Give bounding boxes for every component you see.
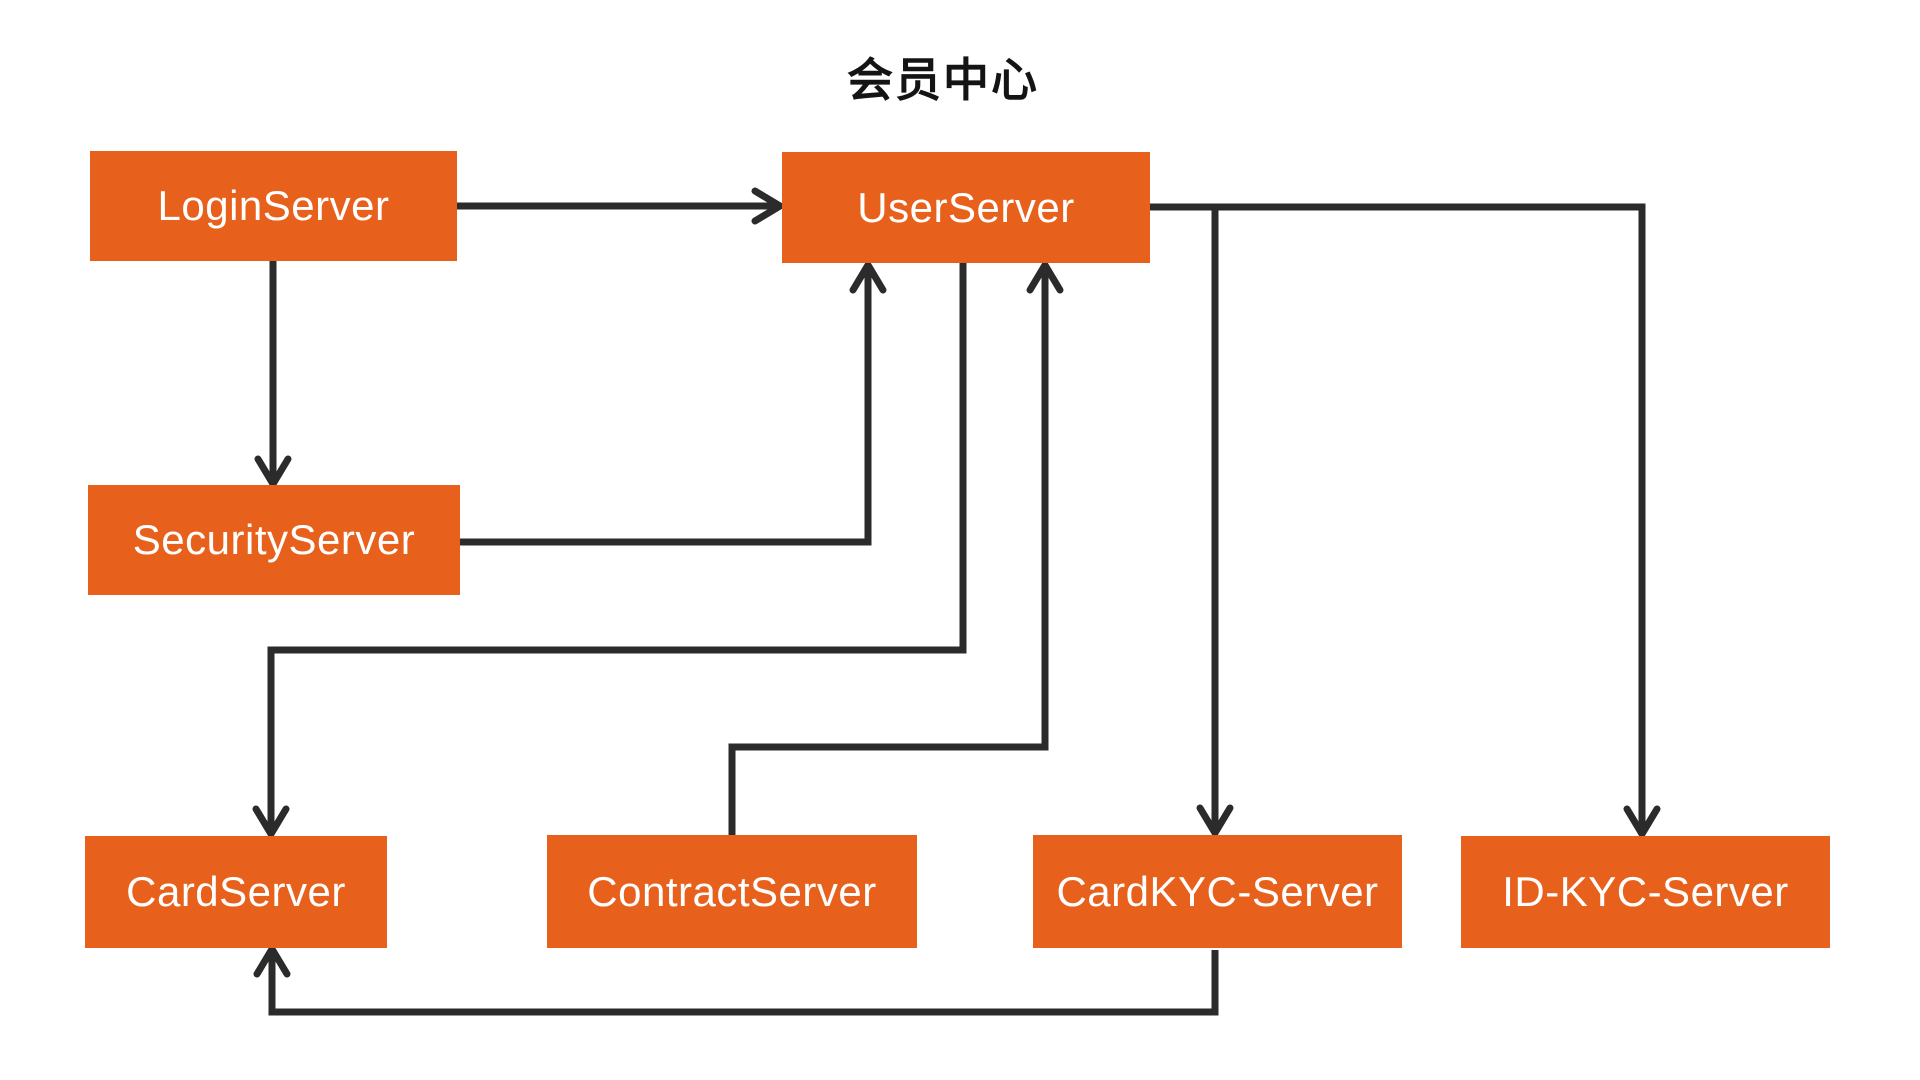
edge-securityserver-to-userserver — [460, 261, 887, 546]
node-label: LoginServer — [157, 182, 390, 229]
node-idkyc-server: ID-KYC-Server — [1461, 836, 1830, 948]
edge-contractserver-to-userserver — [728, 261, 1064, 835]
node-contract-server: ContractServer — [547, 835, 917, 948]
node-card-server: CardServer — [85, 836, 387, 948]
node-user-server: UserServer — [782, 152, 1150, 263]
diagram-title: 会员中心 — [847, 54, 1039, 106]
node-label: ID-KYC-Server — [1502, 868, 1789, 915]
node-label: CardServer — [126, 868, 346, 915]
edge-userserver-to-id-kyc-server — [1150, 203, 1661, 838]
edge-userserver-to-cardkyc-server — [1150, 203, 1234, 837]
node-security-server: SecurityServer — [88, 485, 460, 595]
node-label: ContractServer — [587, 867, 877, 915]
node-label: UserServer — [857, 183, 1075, 231]
node-label: CardKYC-Server — [1056, 867, 1379, 915]
edge-cardkyc-server-to-cardserver — [253, 945, 1219, 1016]
edge-userserver-to-cardserver — [252, 263, 967, 838]
node-login-server: LoginServer — [90, 151, 457, 261]
node-label: SecurityServer — [132, 516, 416, 563]
node-cardkyc-server: CardKYC-Server — [1033, 835, 1402, 948]
